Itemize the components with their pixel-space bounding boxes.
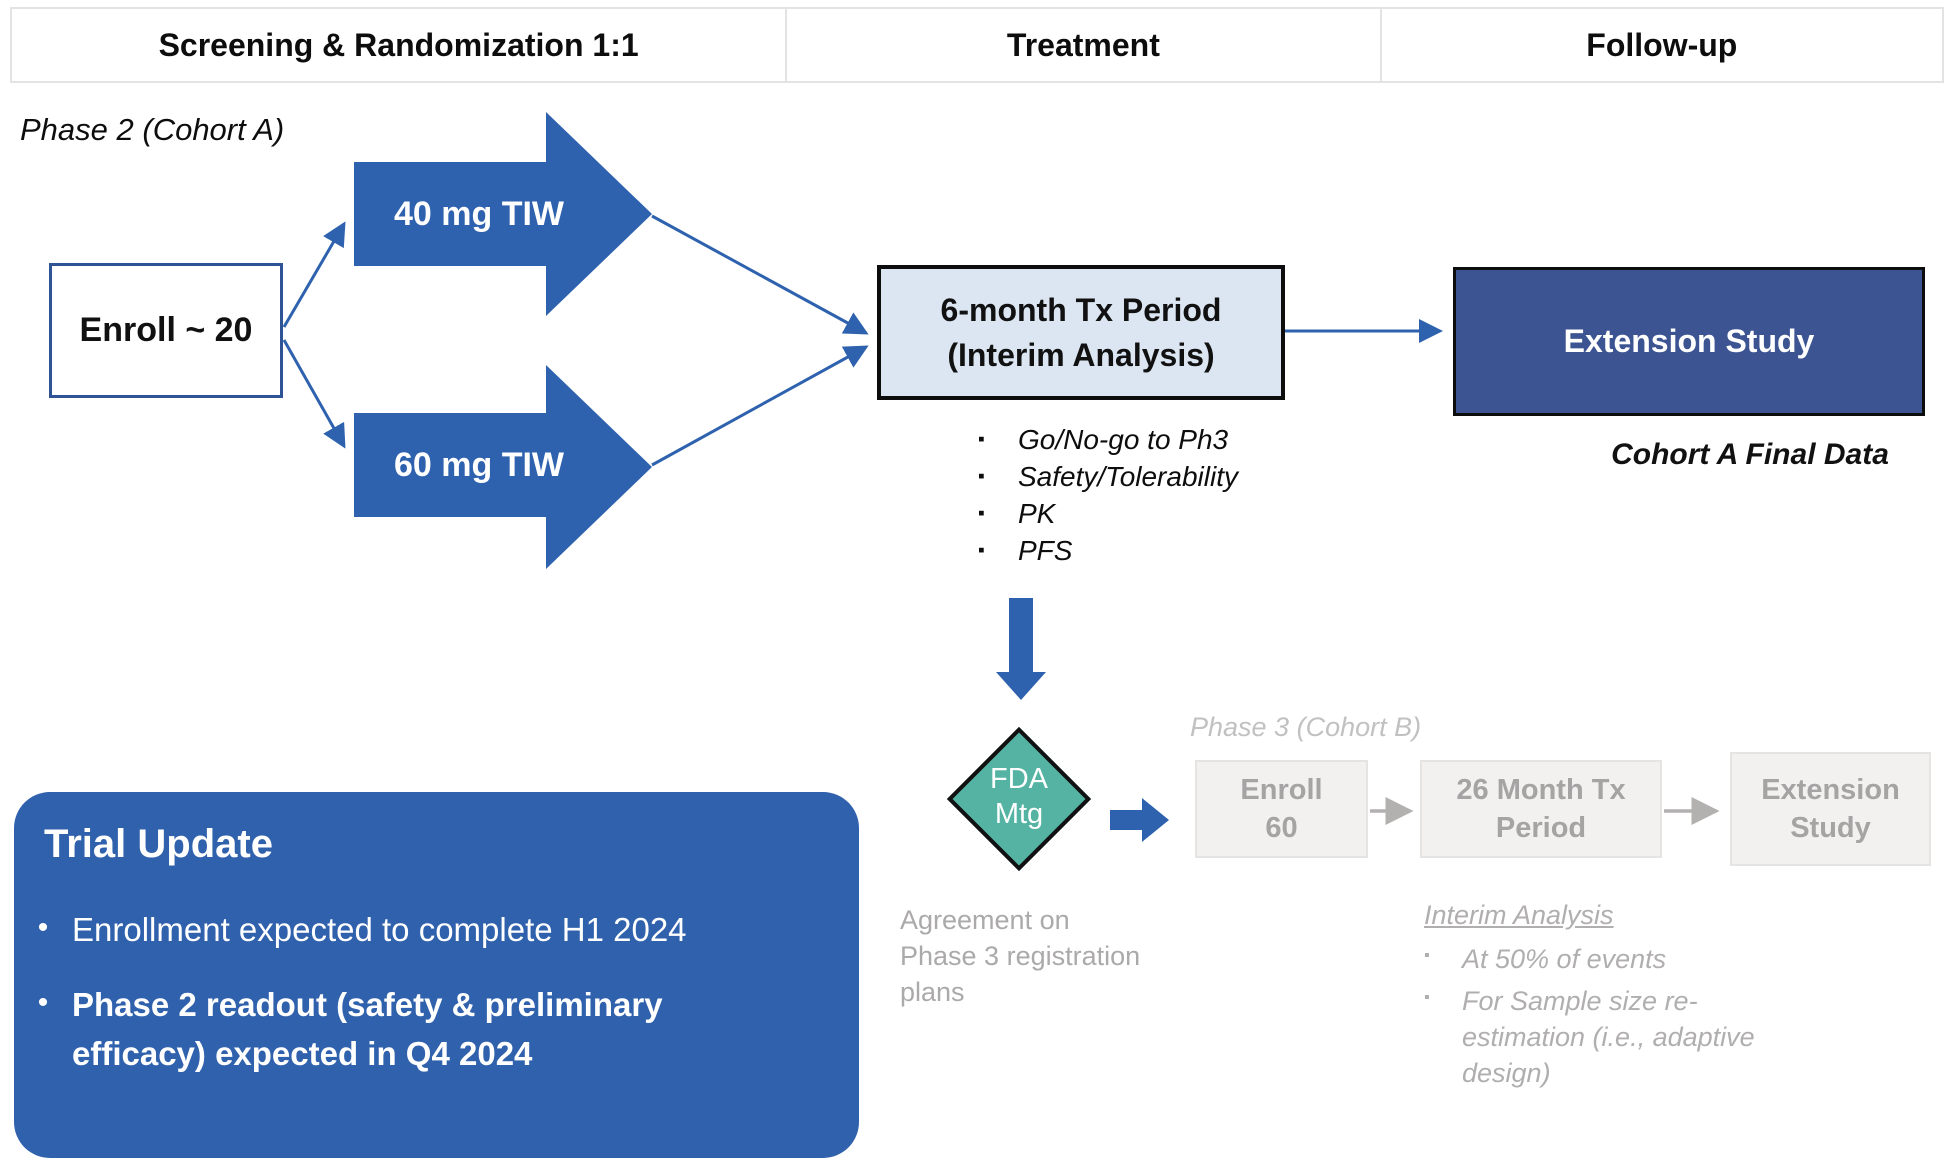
tx-bullet-item: ▪ PK	[978, 495, 1238, 532]
tx-bullet-list: ▪ Go/No-go to Ph3 ▪ Safety/Tolerability …	[978, 421, 1238, 569]
down-arrow-head	[996, 672, 1046, 700]
square-bullet-icon: ▪	[1424, 947, 1430, 964]
square-bullet-icon: ▪	[978, 465, 985, 487]
dose-arrow-60mg-head	[546, 365, 652, 569]
tx-bullet-text: PK	[1018, 497, 1056, 529]
trial-update-bullet: • Enrollment expected to complete H1 202…	[14, 905, 859, 954]
interim-analysis-notes: Interim Analysis ▪ At 50% of events ▪ Fo…	[1424, 900, 1807, 1097]
dose-arrow-40mg-label: 40 mg TIW	[393, 194, 565, 233]
phase-header-row: Screening & Randomization 1:1 Treatment …	[10, 7, 1945, 83]
agreement-line: Agreement on	[900, 905, 1070, 935]
trial-update-panel: Trial Update • Enrollment expected to co…	[14, 792, 859, 1158]
agreement-line: plans	[900, 977, 965, 1007]
dose-arrow-60mg-label: 60 mg TIW	[393, 445, 565, 484]
dose-arrow-40mg-head	[546, 112, 652, 316]
trial-update-heading: Trial Update	[44, 822, 273, 866]
tx-bullet-text: PFS	[1018, 534, 1073, 566]
converge-line-upper	[651, 214, 869, 335]
square-bullet-icon: ▪	[978, 539, 985, 561]
interim-bullet-item: ▪ For Sample size re-estimation (i.e., a…	[1424, 983, 1807, 1091]
enroll-20-box: Enroll ~ 20	[49, 263, 283, 398]
square-bullet-icon: ▪	[978, 428, 985, 450]
phase3-box-line: 26 Month Tx	[1456, 774, 1626, 806]
dose-arrow-60mg-body	[354, 413, 546, 517]
header-cell-followup: Follow-up	[1379, 7, 1945, 83]
phase3-box-line: Study	[1790, 812, 1871, 844]
interim-bullet-item: ▪ At 50% of events	[1424, 941, 1807, 977]
dot-bullet-icon: •	[37, 986, 49, 1019]
dose-arrow-40mg-body	[354, 162, 546, 266]
fanout-line-upper	[282, 221, 346, 328]
fda-line2: Mtg	[994, 798, 1044, 830]
phase3-box-line: Period	[1495, 812, 1587, 844]
fda-meeting-label: FDA Mtg	[948, 762, 1090, 832]
trial-update-bullet-text: Enrollment expected to complete H1 2024	[72, 911, 687, 948]
phase2-cohort-a-label: Phase 2 (Cohort A)	[20, 112, 285, 147]
trial-update-bullet: • Phase 2 readout (safety & preliminary …	[14, 980, 859, 1078]
fanout-line-lower	[282, 339, 346, 449]
phase3-box-line: 60	[1265, 812, 1298, 844]
interim-analysis-heading: Interim Analysis	[1424, 900, 1614, 930]
header-cell-screening: Screening & Randomization 1:1	[10, 7, 788, 83]
down-arrow-body	[1009, 598, 1033, 674]
agreement-line: Phase 3 registration	[900, 941, 1141, 971]
interim-bullet-text: At 50% of events	[1462, 944, 1667, 974]
six-month-tx-line2: (Interim Analysis)	[947, 336, 1215, 373]
tx-bullet-item: ▪ PFS	[978, 532, 1238, 569]
square-bullet-icon: ▪	[1424, 989, 1430, 1006]
phase3-26month-box: 26 Month Tx Period	[1420, 760, 1662, 858]
square-bullet-icon: ▪	[978, 502, 985, 524]
phase3-enroll-60-box: Enroll 60	[1195, 760, 1368, 858]
diamond-right-arrow-body	[1110, 810, 1142, 830]
phase3-box-line: Enroll	[1240, 774, 1323, 806]
tx-bullet-item: ▪ Go/No-go to Ph3	[978, 421, 1238, 458]
converge-line-lower	[651, 345, 869, 467]
six-month-tx-line1: 6-month Tx Period	[940, 291, 1222, 328]
cohort-a-final-data-caption: Cohort A Final Data	[1611, 438, 1889, 471]
six-month-tx-box: 6-month Tx Period (Interim Analysis)	[877, 265, 1285, 400]
trial-update-bullet-text: Phase 2 readout (safety & preliminary ef…	[72, 986, 663, 1072]
diamond-right-arrow-head	[1142, 798, 1169, 842]
phase3-box-line: Extension	[1761, 774, 1900, 806]
tx-bullet-text: Go/No-go to Ph3	[1018, 423, 1229, 455]
phase3-cohort-b-label: Phase 3 (Cohort B)	[1190, 712, 1422, 742]
header-cell-treatment: Treatment	[785, 7, 1382, 83]
phase3-extension-box: Extension Study	[1730, 752, 1931, 866]
tx-bullet-item: ▪ Safety/Tolerability	[978, 458, 1238, 495]
extension-study-box: Extension Study	[1453, 267, 1925, 416]
tx-bullet-text: Safety/Tolerability	[1018, 460, 1238, 492]
fda-agreement-caption: Agreement on Phase 3 registration plans	[900, 902, 1140, 1010]
interim-bullet-text: For Sample size re-estimation (i.e., ada…	[1462, 986, 1755, 1088]
fda-line1: FDA	[990, 763, 1048, 795]
dot-bullet-icon: •	[37, 911, 49, 944]
